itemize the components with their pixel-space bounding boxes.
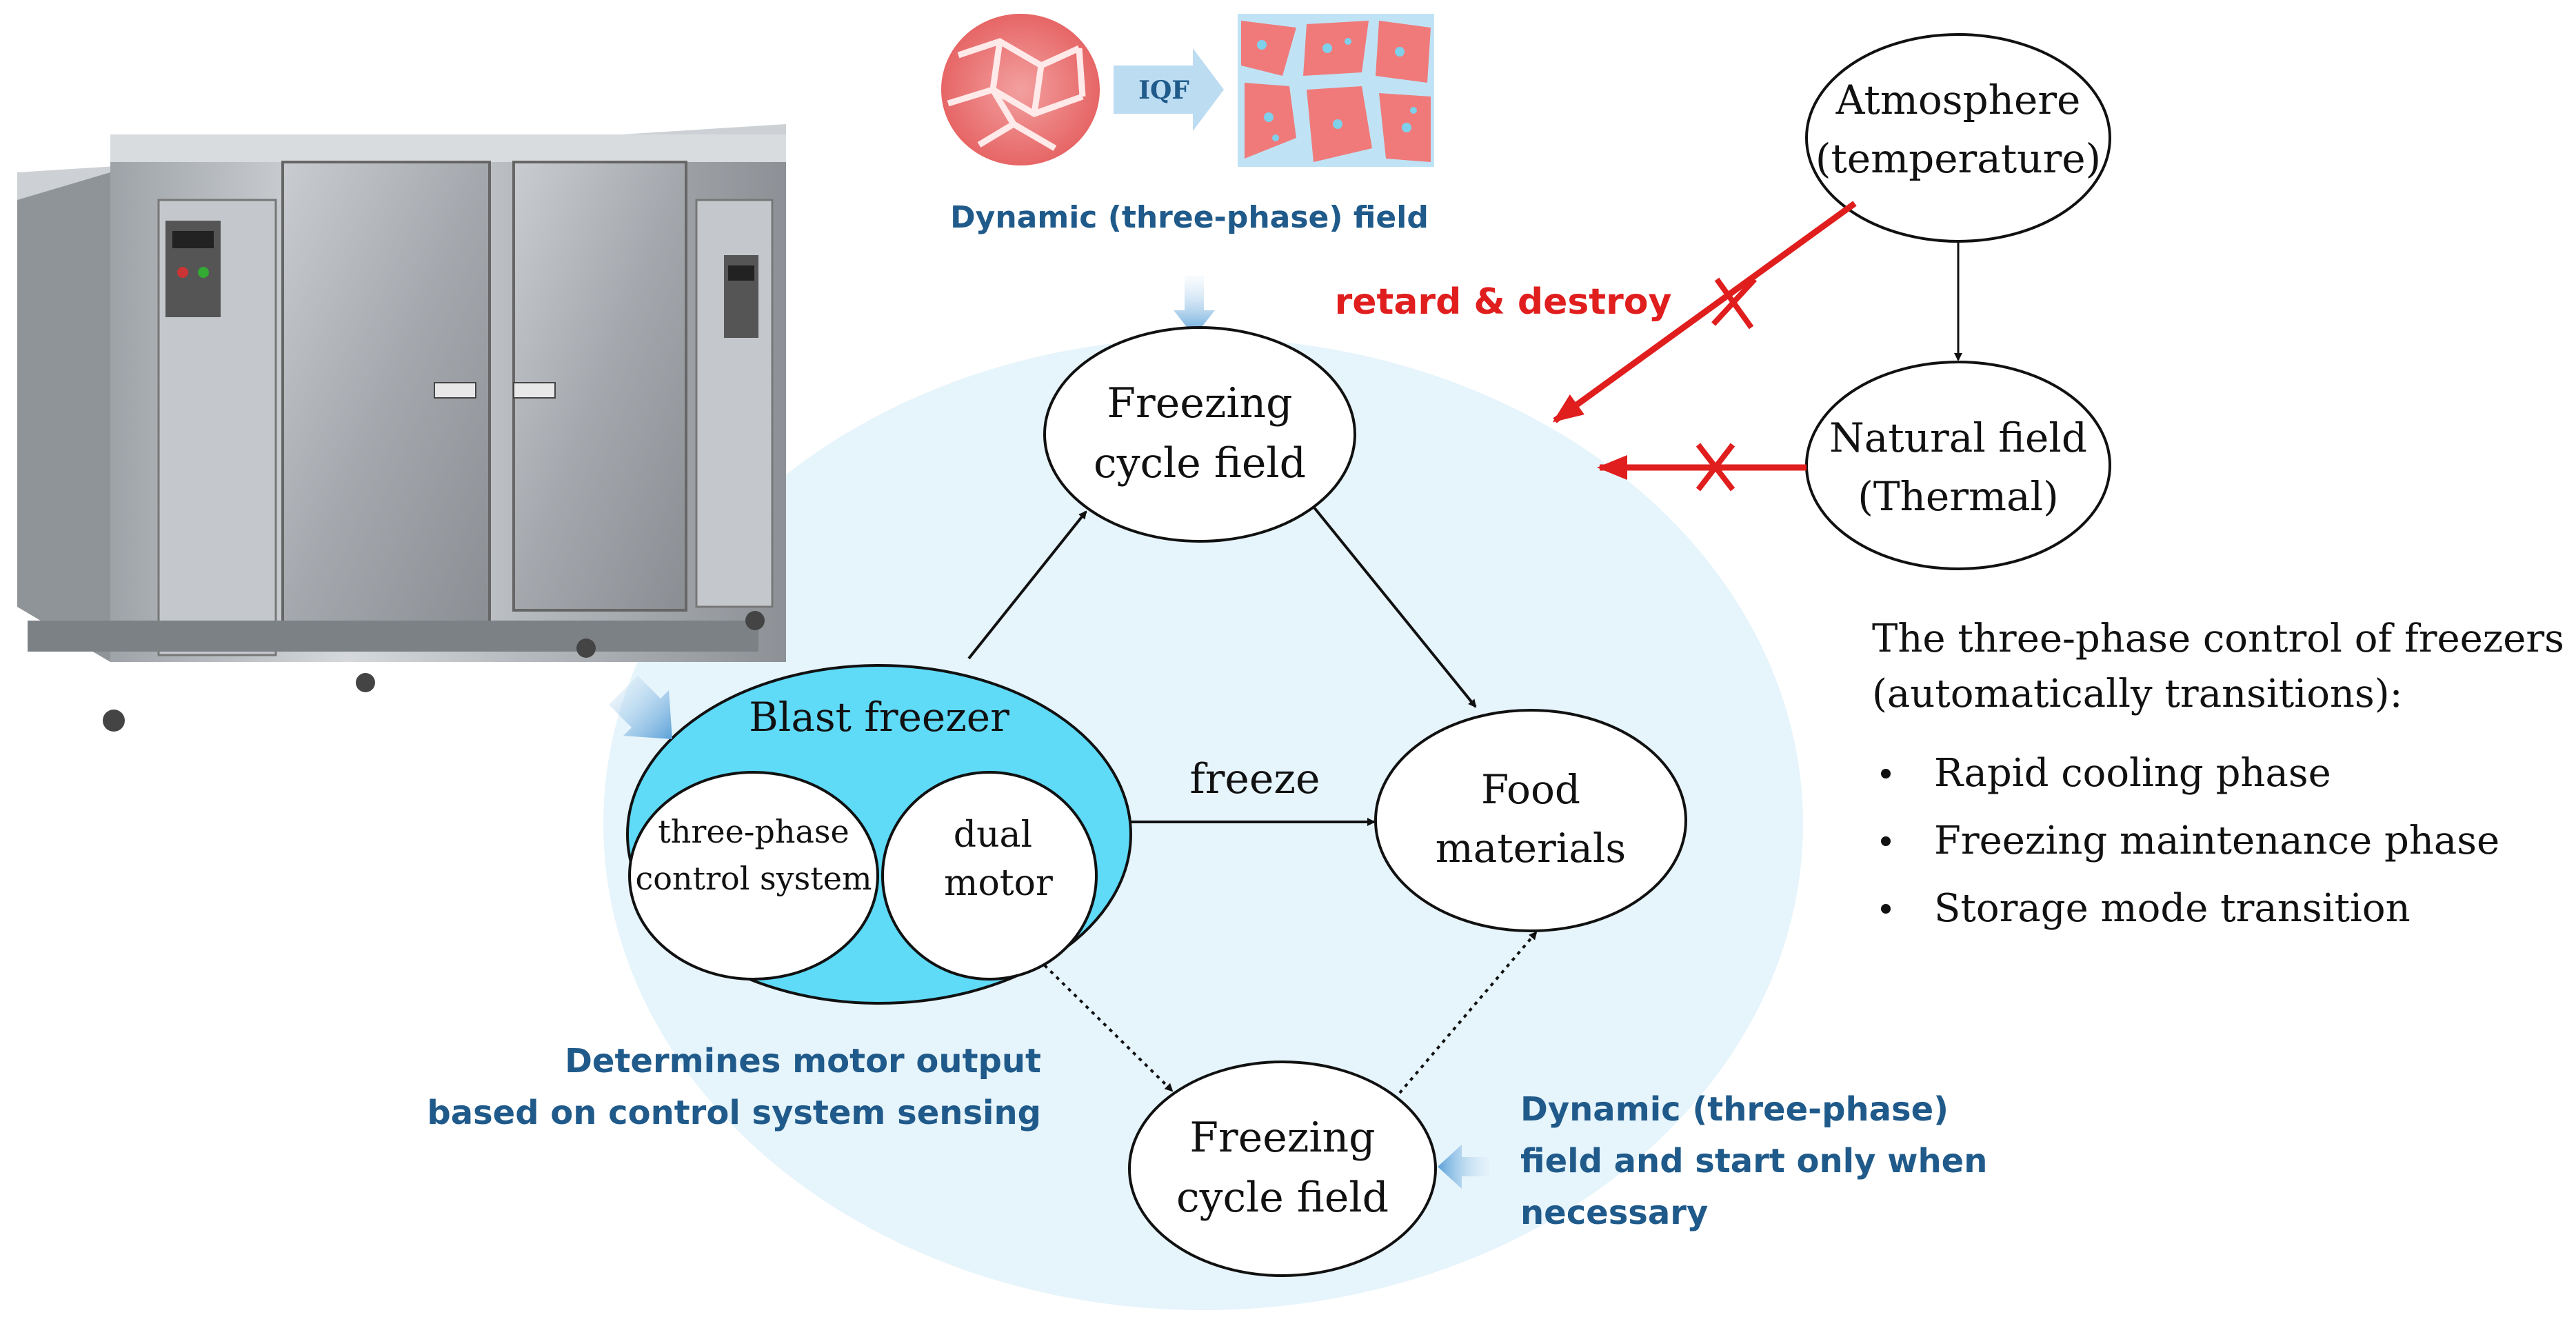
- svg-text:Food: Food: [1481, 766, 1580, 813]
- svg-text:Natural field: Natural field: [1829, 414, 2087, 461]
- iqf-label: IQF: [1138, 76, 1189, 105]
- iqf-arrow: IQF: [1114, 48, 1224, 131]
- dotted-arrow-blast-to-cycle-bottom: [1043, 964, 1174, 1092]
- phase-item-3: Storage mode transition: [1934, 886, 2411, 931]
- dotted-arrow-cycle-bottom-to-food: [1398, 931, 1538, 1094]
- svg-text:Atmosphere: Atmosphere: [1835, 77, 2081, 123]
- freezing-cycle-field-top: Freezing cycle field: [1043, 326, 1356, 543]
- phase-item-2: Freezing maintenance phase: [1934, 818, 2499, 863]
- blast-input-arrow: [609, 676, 672, 739]
- motor-note-line2: based on control system sensing: [427, 1094, 1041, 1132]
- svg-text:dual: dual: [954, 814, 1032, 856]
- natural-field-node: Natural field (Thermal): [1805, 361, 2111, 570]
- red-cross-mark-2: [1695, 443, 1735, 492]
- bullet-3: [1881, 904, 1891, 914]
- bullet-1: [1881, 769, 1891, 778]
- food-materials-node: Food materials: [1374, 709, 1687, 932]
- top-input-arrow: [1174, 276, 1215, 336]
- unfrozen-cells-image: [941, 14, 1100, 165]
- svg-text:(temperature): (temperature): [1815, 135, 2101, 182]
- motor-note-line1: Determines motor output: [565, 1042, 1041, 1080]
- red-arrow-atmosphere: [1552, 201, 1857, 423]
- bullet-2: [1881, 836, 1891, 846]
- freeze-label: freeze: [1189, 755, 1320, 803]
- bottom-input-arrow: [1438, 1145, 1489, 1189]
- svg-text:cycle field: cycle field: [1176, 1174, 1389, 1222]
- phase-heading-line2: (automatically transitions):: [1872, 672, 2402, 716]
- top-field-caption: Dynamic (three-phase) field: [950, 200, 1429, 235]
- freezing-cycle-field-bottom: Freezing cycle field: [1128, 1060, 1437, 1277]
- svg-text:(Thermal): (Thermal): [1858, 473, 2058, 520]
- svg-text:Freezing: Freezing: [1107, 379, 1292, 428]
- phase-heading-line1: The three-phase control of freezers: [1872, 616, 2564, 661]
- svg-text:Blast freezer: Blast freezer: [749, 694, 1009, 741]
- bottom-note-line3: necessary: [1520, 1194, 1708, 1232]
- blast-freezer-photo: [17, 124, 786, 732]
- frozen-cells-image: [1238, 14, 1434, 167]
- red-cross-mark-1: [1711, 277, 1757, 330]
- svg-text:materials: materials: [1436, 825, 1626, 872]
- atmosphere-node: Atmosphere (temperature): [1805, 33, 2111, 243]
- phase-item-1: Rapid cooling phase: [1934, 751, 2331, 796]
- svg-text:cycle field: cycle field: [1094, 439, 1306, 487]
- arrow-blast-to-cycle-top: [967, 510, 1087, 660]
- svg-text:motor: motor: [944, 863, 1053, 904]
- retard-destroy-label: retard & destroy: [1335, 281, 1672, 323]
- system-halo: [603, 338, 1803, 1310]
- arrow-cycle-top-to-food: [1312, 505, 1477, 708]
- blast-freezer-node: Blast freezer three-phase control system…: [626, 664, 1132, 1005]
- bottom-note-line2: field and start only when: [1520, 1142, 1987, 1180]
- svg-text:Freezing: Freezing: [1189, 1114, 1375, 1162]
- phase-list: The three-phase control of freezers (aut…: [1872, 616, 2564, 931]
- svg-text:three-phase: three-phase: [658, 813, 849, 850]
- bottom-note-line1: Dynamic (three-phase): [1520, 1090, 1949, 1129]
- svg-text:control system: control system: [635, 860, 872, 897]
